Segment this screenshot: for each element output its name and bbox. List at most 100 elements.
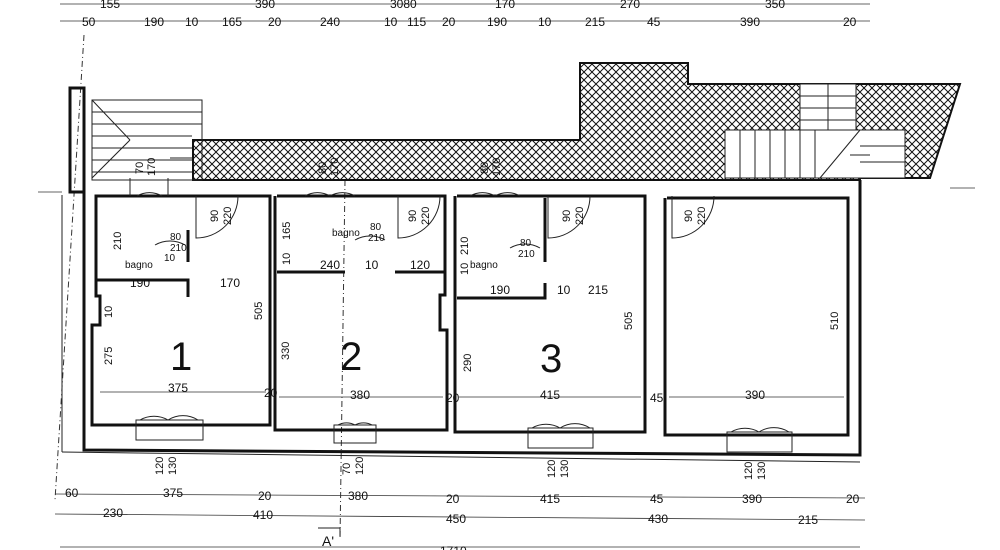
svg-text:430: 430 — [648, 512, 668, 526]
svg-text:290: 290 — [462, 354, 474, 372]
unit-3: 3 bagno 210 10 190 10 215 505 290 415 80… — [453, 158, 647, 478]
room-number-1: 1 — [170, 335, 192, 379]
svg-text:90: 90 — [561, 210, 573, 222]
top2-dim: 10 — [384, 15, 398, 29]
svg-text:220: 220 — [574, 207, 586, 225]
svg-text:20: 20 — [258, 489, 272, 503]
bath-label-2: bagno — [332, 228, 360, 239]
between-dim-3-4: 45 — [650, 391, 664, 405]
bath-width-dim-1: 190 — [130, 276, 150, 290]
svg-text:130: 130 — [756, 462, 768, 480]
svg-text:165: 165 — [281, 222, 293, 240]
bath-label-3: bagno — [470, 260, 498, 271]
svg-text:90: 90 — [209, 210, 221, 222]
svg-text:380: 380 — [348, 489, 368, 503]
svg-text:230: 230 — [103, 506, 123, 520]
unit-4: 510 390 90 220 120 130 — [663, 195, 850, 480]
svg-text:90: 90 — [407, 210, 419, 222]
svg-text:120: 120 — [354, 457, 366, 475]
svg-text:505: 505 — [623, 312, 635, 330]
svg-text:10: 10 — [164, 253, 176, 264]
top-dim-155: 155 — [100, 0, 120, 11]
top2-dim: 190 — [144, 15, 164, 29]
svg-text:120: 120 — [546, 460, 558, 478]
bath-label-1: bagno — [125, 260, 153, 271]
top2-dim: 390 — [740, 15, 760, 29]
unit-2: 2 bagno 165 10 240 10 120 330 380 80 210… — [273, 158, 449, 475]
top-dim-3080: 3080 — [390, 0, 417, 11]
top-dim-390: 390 — [255, 0, 275, 11]
between-dim-2-3: 20 — [446, 391, 460, 405]
building-outline — [82, 180, 862, 457]
svg-text:210: 210 — [368, 233, 385, 244]
room-width-dim-4: 390 — [745, 388, 765, 402]
svg-text:80: 80 — [370, 222, 382, 233]
svg-text:1710: 1710 — [440, 544, 467, 550]
svg-text:130: 130 — [167, 457, 179, 475]
section-axis-center — [339, 179, 346, 541]
svg-text:215: 215 — [798, 513, 818, 527]
section-label: A' — [322, 533, 334, 549]
left-depth-dim-1: 275 — [103, 347, 115, 365]
top2-dim: 10 — [185, 15, 199, 29]
svg-text:80: 80 — [520, 238, 532, 249]
right-stair — [724, 83, 906, 179]
top-dimension-row-1: 155 390 3080 170 270 350 — [60, 0, 870, 11]
top-dim-350: 350 — [765, 0, 785, 11]
svg-text:170: 170 — [329, 158, 341, 176]
svg-text:190: 190 — [490, 283, 510, 297]
svg-text:215: 215 — [588, 283, 608, 297]
svg-text:220: 220 — [420, 207, 432, 225]
svg-text:120: 120 — [410, 258, 430, 272]
room-width-dim-2: 380 — [350, 388, 370, 402]
svg-text:375: 375 — [163, 486, 183, 500]
unit-1: 1 bagno 210 190 170 505 275 10 375 80 21… — [90, 158, 272, 475]
svg-text:45: 45 — [650, 492, 664, 506]
svg-text:120: 120 — [154, 457, 166, 475]
top-dimension-row-2: 50 190 10 165 20 240 10 115 20 190 10 21… — [60, 15, 870, 29]
bath-left-dim-1: 210 — [112, 232, 124, 250]
room-width-dim-1: 375 — [168, 381, 188, 395]
section-marker — [318, 527, 341, 536]
top2-dim: 215 — [585, 15, 605, 29]
svg-text:220: 220 — [696, 207, 708, 225]
svg-text:240: 240 — [320, 258, 340, 272]
top2-dim: 20 — [442, 15, 456, 29]
svg-text:10: 10 — [557, 283, 571, 297]
top2-dim: 50 — [82, 15, 96, 29]
svg-text:80: 80 — [479, 162, 491, 174]
room-number-2: 2 — [340, 335, 362, 379]
svg-text:450: 450 — [446, 512, 466, 526]
svg-text:90: 90 — [683, 210, 695, 222]
between-dim-1-2: 20 — [264, 386, 278, 400]
svg-text:80: 80 — [317, 162, 329, 174]
top2-dim: 10 — [538, 15, 552, 29]
svg-text:210: 210 — [518, 249, 535, 260]
svg-text:210: 210 — [459, 237, 471, 255]
svg-text:10: 10 — [365, 258, 379, 272]
top2-dim: 115 — [407, 15, 426, 29]
left-stair — [91, 99, 203, 181]
top2-dim: 240 — [320, 15, 340, 29]
svg-text:70: 70 — [134, 162, 146, 174]
top2-dim: 20 — [268, 15, 282, 29]
bathroom-3-walls — [457, 198, 547, 300]
bathroom-1-walls — [96, 230, 190, 297]
svg-text:220: 220 — [222, 207, 234, 225]
svg-text:130: 130 — [559, 460, 571, 478]
svg-text:20: 20 — [446, 492, 460, 506]
top2-dim: 190 — [487, 15, 507, 29]
svg-text:390: 390 — [742, 492, 762, 506]
room-number-3: 3 — [540, 337, 562, 381]
bottom-dimension-row-3: 1710 — [60, 544, 860, 550]
top2-dim: 45 — [647, 15, 661, 29]
svg-text:10: 10 — [281, 253, 293, 265]
svg-text:330: 330 — [280, 342, 292, 360]
bottom-dimension-row-1: 60 375 20 380 20 415 45 390 20 — [54, 486, 866, 506]
bottom-dimension-row-2: 230 410 450 430 215 — [54, 506, 866, 527]
corridor-dim-1: 170 — [220, 276, 240, 290]
svg-text:415: 415 — [540, 492, 560, 506]
svg-text:510: 510 — [829, 312, 841, 330]
svg-text:70: 70 — [341, 463, 353, 475]
